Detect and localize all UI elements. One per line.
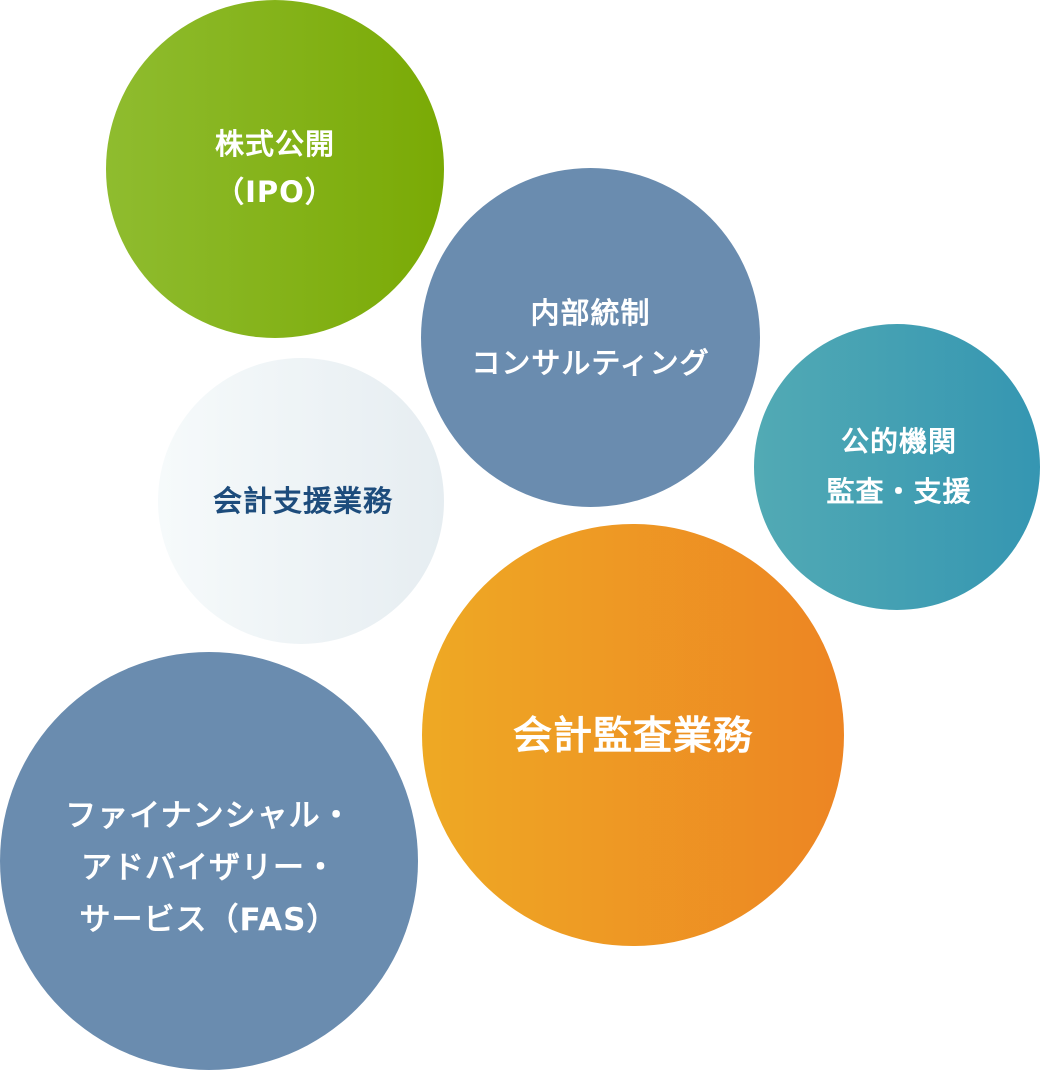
public-sector-label-line-2: 監査・支援 [826, 475, 972, 508]
fas-label-line-1: ファイナンシャル・ [65, 798, 353, 834]
fas-bubble[interactable]: ファイナンシャル・ アドバイザリー・ サービス（FAS） [0, 652, 418, 1070]
ipo-label: 株式公開 （IPO） [215, 120, 335, 216]
fas-label-line-2: アドバイザリー・ [80, 850, 337, 886]
ipo-bubble[interactable]: 株式公開 （IPO） [106, 0, 444, 338]
public-sector-label-line-1: 公的機関 [840, 425, 957, 458]
audit-bubble[interactable]: 会計監査業務 [422, 524, 844, 946]
internal-control-label: 内部統制 コンサルティング [471, 288, 709, 388]
public-sector-label: 公的機関 監査・支援 [826, 417, 971, 517]
audit-label-line-1: 会計監査業務 [512, 714, 753, 759]
internal-control-label-line-2: コンサルティング [471, 345, 710, 380]
ipo-label-line-2: （IPO） [215, 175, 335, 209]
fas-label: ファイナンシャル・ アドバイザリー・ サービス（FAS） [65, 790, 352, 946]
accounting-support-label: 会計支援業務 [213, 481, 393, 521]
internal-control-bubble[interactable]: 内部統制 コンサルティング [421, 168, 760, 507]
public-sector-bubble[interactable]: 公的機関 監査・支援 [754, 324, 1040, 610]
accounting-support-bubble[interactable]: 会計支援業務 [158, 358, 444, 644]
audit-label: 会計監査業務 [513, 712, 753, 762]
internal-control-label-line-1: 内部統制 [530, 295, 651, 330]
ipo-label-line-1: 株式公開 [214, 127, 335, 161]
fas-label-line-3: サービス（FAS） [79, 902, 339, 938]
accounting-support-label-line-1: 会計支援業務 [212, 484, 393, 518]
